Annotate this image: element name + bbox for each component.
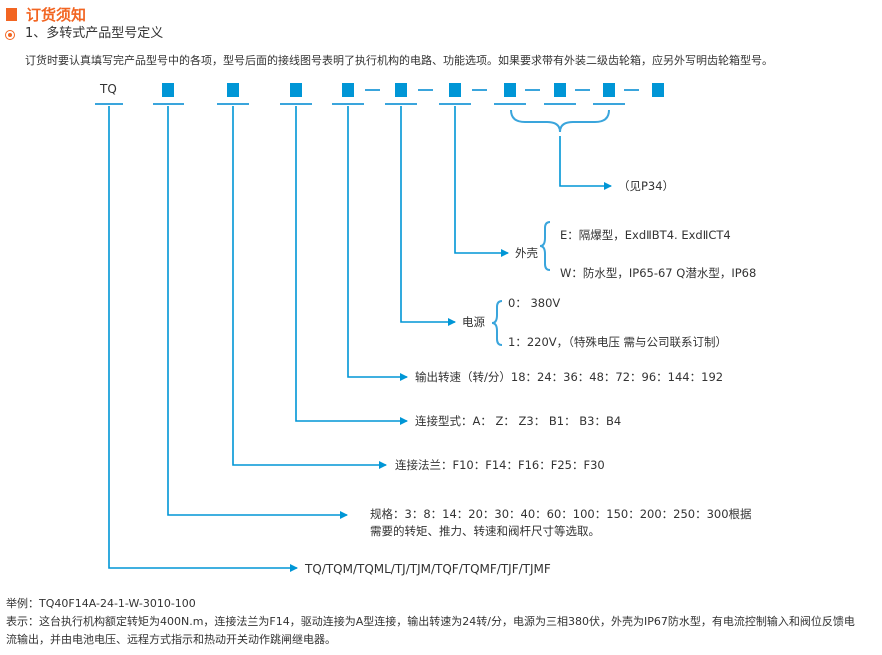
model-series: TQ/TQM/TQML/TJ/TJM/TQF/TQMF/TJF/TJMF: [305, 562, 551, 576]
code-box: [162, 83, 174, 97]
code-box: [290, 83, 302, 97]
code-box: [449, 83, 461, 97]
code-box: [603, 83, 615, 97]
code-box: [504, 83, 516, 97]
example-description-cont: 流输出，并由电池电压、远程方式指示和热动开关动作跳闸继电器。: [6, 633, 336, 646]
page-title: 订货须知: [26, 6, 87, 24]
code-box: [227, 83, 239, 97]
housing-option-w: W：防水型，IP65-67 Q潜水型，IP68: [560, 266, 757, 280]
bullet-icon: [5, 30, 15, 40]
model-prefix: TQ: [100, 82, 117, 96]
size-options: 规格：3：8：14：20：30：40：60：100：150：200：250：30…: [370, 507, 752, 521]
example-code: 举例：TQ40F14A-24-1-W-3010-100: [6, 597, 196, 610]
title-marker: [6, 8, 17, 21]
code-box: [395, 83, 407, 97]
gearbox-note: （见P34）: [618, 179, 675, 193]
code-box: [652, 83, 664, 97]
housing-option-e: E：隔爆型，ExdⅡBT4. ExdⅡCT4: [560, 228, 731, 242]
code-box: [554, 83, 566, 97]
power-label: 电源: [462, 315, 485, 329]
power-option-0: 0： 380V: [508, 296, 561, 310]
power-option-1: 1：220V，（特殊电压 需与公司联系订制）: [508, 335, 728, 349]
housing-label: 外壳: [515, 246, 538, 260]
example-description: 表示：这台执行机构额定转矩为400N.m，连接法兰为F14，驱动连接为A型连接，…: [6, 615, 855, 628]
speed-options: 输出转速（转/分）18：24：36：48：72：96：144：192: [415, 370, 724, 384]
code-box: [342, 83, 354, 97]
section-heading: 1、多转式产品型号定义: [25, 26, 164, 41]
intro-text: 订货时要认真填写完产品型号中的各项，型号后面的接线图号表明了执行机构的电路、功能…: [25, 54, 773, 67]
size-note: 需要的转矩、推力、转速和阀杆尺寸等选取。: [370, 524, 600, 538]
flange-options: 连接法兰：F10：F14：F16：F25：F30: [395, 458, 605, 472]
connection-options: 连接型式：A： Z： Z3： B1： B3：B4: [415, 414, 622, 428]
